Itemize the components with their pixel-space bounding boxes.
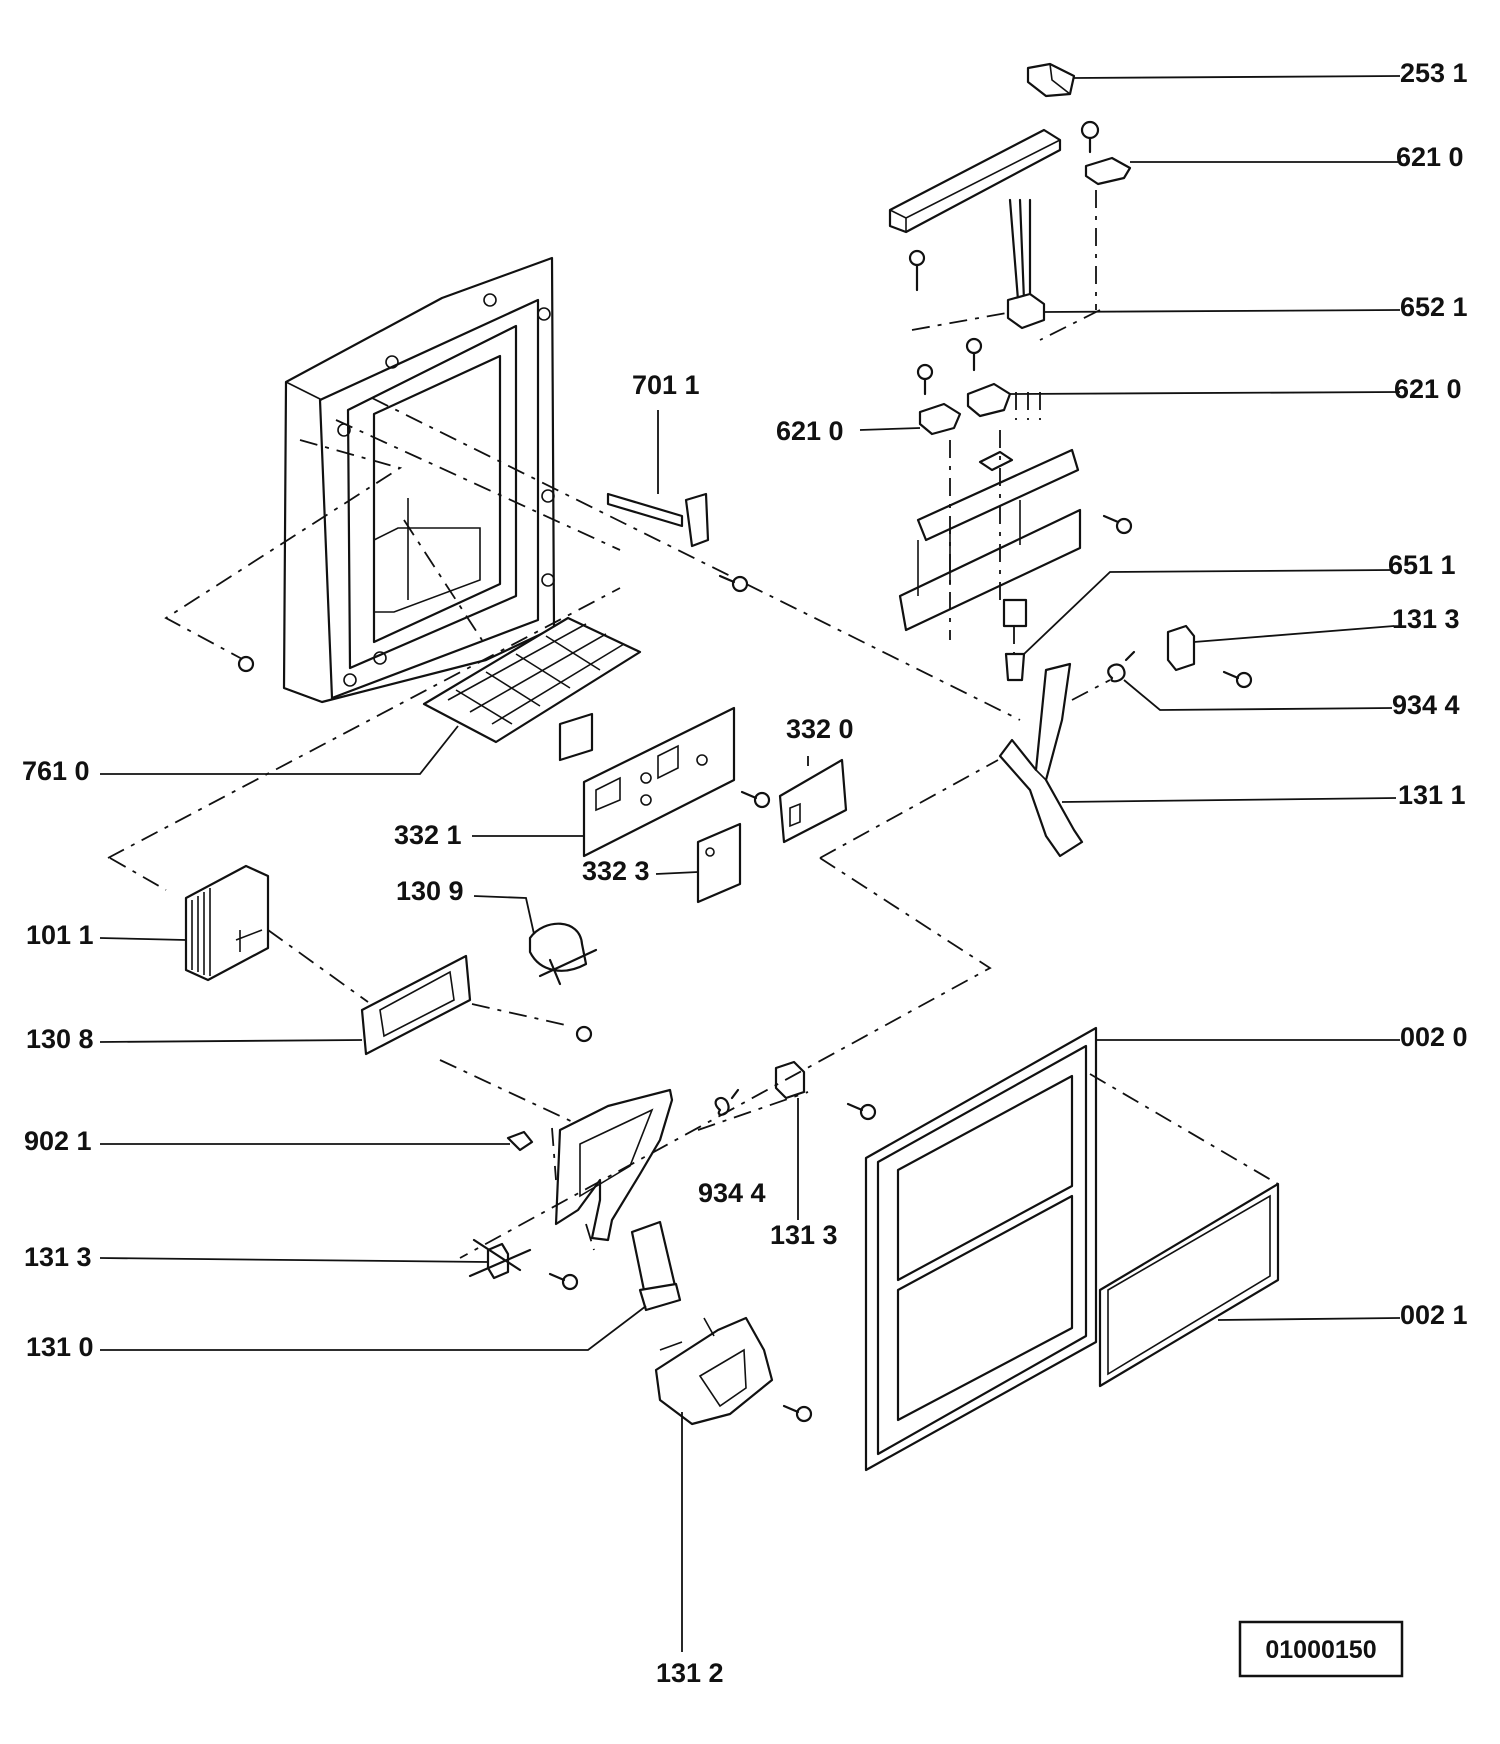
- label-131-3-mid: 131 3: [770, 1220, 838, 1250]
- label-131-2: 131 2: [656, 1658, 724, 1688]
- label-934-4-top: 934 4: [1392, 690, 1460, 720]
- part-131-2-funnel: [654, 1316, 813, 1426]
- part-701-1-rod: [606, 492, 749, 593]
- label-761-0: 761 0: [22, 756, 90, 786]
- part-621-0-brackets-pair: [916, 337, 1041, 436]
- part-332-1-panel: [582, 706, 771, 858]
- part-902-1-clip: [506, 1130, 534, 1152]
- part-130-8-plate: [267, 929, 593, 1131]
- part-253-1-clip: [1026, 62, 1076, 98]
- part-101-1-module: [184, 864, 270, 982]
- label-621-0-mid: 621 0: [776, 416, 844, 446]
- label-253-1: 253 1: [1400, 58, 1468, 88]
- label-332-1: 332 1: [394, 820, 462, 850]
- label-130-9: 130 9: [396, 876, 464, 906]
- label-934-4-mid: 934 4: [698, 1178, 766, 1208]
- label-131-3-left: 131 3: [24, 1242, 92, 1272]
- part-652-1-motor: [908, 190, 1101, 341]
- part-131-3-top-hinge: [1166, 624, 1253, 689]
- label-002-0: 002 0: [1400, 1022, 1468, 1052]
- part-934-4-top-spring: [1107, 650, 1136, 683]
- part-761-0-grille: [422, 616, 642, 762]
- leader-lines: [99, 75, 1401, 1652]
- part-002-0-door-frame: [864, 1026, 1279, 1472]
- part-002-1-door-panel: [1098, 1182, 1280, 1388]
- label-621-0-right: 621 0: [1394, 374, 1462, 404]
- switch-mount-bracket: [898, 430, 1133, 640]
- label-130-8: 130 8: [26, 1024, 94, 1054]
- label-701-1: 701 1: [632, 370, 700, 400]
- label-131-0: 131 0: [26, 1332, 94, 1362]
- label-902-1: 902 1: [24, 1126, 92, 1156]
- part-131-0-actuator: [551, 1088, 809, 1312]
- part-332-3-cover: [696, 822, 742, 904]
- part-934-4-mid-spring: [714, 1088, 740, 1116]
- part-130-9-flap: [528, 922, 598, 986]
- part-651-1-switch: [1002, 598, 1028, 682]
- label-101-1: 101 1: [26, 920, 94, 950]
- label-651-1: 651 1: [1388, 550, 1456, 580]
- part-621-0-top-bracket: [1080, 120, 1132, 186]
- part-131-3-mid-hinge: [774, 1060, 877, 1121]
- label-652-1: 652 1: [1400, 292, 1468, 322]
- label-332-3: 332 3: [582, 856, 650, 886]
- label-002-1: 002 1: [1400, 1300, 1468, 1330]
- drawing-number-box: 01000150: [1238, 1620, 1404, 1678]
- label-131-1: 131 1: [1398, 780, 1466, 810]
- drawing-number: 01000150: [1265, 1636, 1376, 1664]
- part-131-3-left-hinge: [468, 1238, 579, 1291]
- dispenser-housing: [164, 256, 1021, 721]
- label-131-3-top: 131 3: [1392, 604, 1460, 634]
- top-cover-bar: [888, 128, 1062, 234]
- label-621-0-top: 621 0: [1396, 142, 1464, 172]
- part-131-1-lever: [998, 662, 1111, 858]
- part-332-0-bracket: [778, 758, 848, 844]
- label-332-0: 332 0: [786, 714, 854, 744]
